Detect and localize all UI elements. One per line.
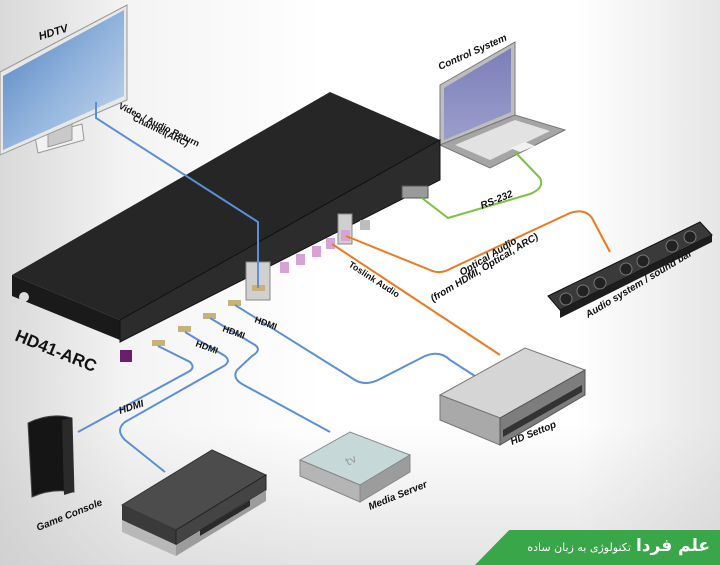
rs232-label: RS-232 bbox=[479, 189, 515, 212]
power-port bbox=[120, 350, 132, 362]
optical-audio-label-line2: (from HDMI, Optical, ARC) bbox=[429, 231, 541, 304]
optical-port bbox=[296, 254, 305, 265]
hdmi-label-4: HDMI bbox=[253, 314, 278, 331]
laptop-device bbox=[438, 41, 567, 169]
sound-bar-device bbox=[547, 221, 713, 318]
hdmi-label-3: HDMI bbox=[221, 323, 246, 340]
optical-audio-cable bbox=[345, 210, 611, 274]
toslink-cable bbox=[331, 243, 501, 356]
hdmi-input-port bbox=[203, 313, 216, 319]
rs232-cable bbox=[421, 151, 543, 220]
banner-text: علم فردا تکنولوژی به زبان ساده bbox=[527, 536, 710, 556]
brand-tagline: تکنولوژی به زبان ساده bbox=[527, 541, 631, 554]
rs232-port bbox=[401, 185, 429, 199]
hdmi-cable-game-console bbox=[77, 345, 194, 433]
toslink-label: Toslink Audio bbox=[347, 259, 402, 300]
hdmi-cable-media-server bbox=[209, 317, 331, 433]
bluray-player-device bbox=[120, 449, 268, 556]
hdmi-label-2: HDMI bbox=[194, 338, 219, 355]
model-label: HD41-ARC bbox=[13, 326, 100, 376]
hd41-arc-switcher bbox=[12, 92, 441, 362]
hdmi-cable-bluray bbox=[119, 331, 229, 473]
media-server-device: tv bbox=[298, 431, 412, 503]
hdmi-cable-settop bbox=[234, 304, 479, 384]
cables bbox=[77, 102, 611, 473]
banner-background bbox=[475, 530, 720, 565]
optical-port bbox=[312, 246, 321, 257]
game-console-label: Game Console bbox=[35, 497, 104, 534]
hdmi-input-port bbox=[152, 340, 165, 346]
hdmi-input-port bbox=[178, 326, 191, 332]
hdtv-device bbox=[0, 4, 128, 156]
hd-settop-device bbox=[438, 347, 587, 446]
usb-port bbox=[360, 220, 370, 230]
brand-banner: علم فردا تکنولوژی به زبان ساده bbox=[475, 530, 720, 565]
game-console-device bbox=[27, 415, 75, 498]
arc-cable bbox=[95, 102, 259, 288]
optical-port bbox=[280, 262, 289, 273]
hdmi-label-1: HDMI bbox=[118, 398, 146, 416]
brand-name: علم فردا bbox=[635, 536, 710, 556]
optical-port bbox=[326, 238, 335, 249]
hdmi-input-port bbox=[228, 300, 241, 306]
optical-out-port bbox=[341, 230, 350, 241]
